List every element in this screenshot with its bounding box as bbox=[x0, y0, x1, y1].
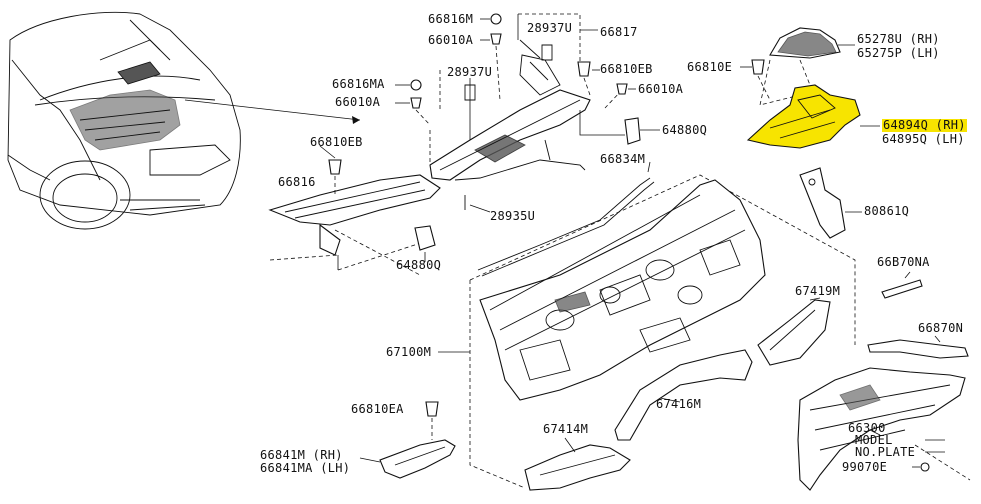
callout-64880Q-bottom: 64880Q bbox=[396, 258, 442, 272]
callout-66841MA: 66841MA (LH) bbox=[260, 461, 351, 475]
callout-66816: 66816 bbox=[278, 175, 316, 189]
callout-66300: 66300 bbox=[848, 421, 886, 435]
callout-model-plate-1: MODEL bbox=[855, 433, 893, 447]
dash-panel-67100M bbox=[438, 174, 856, 489]
callout-66810EB-top: 66810EB bbox=[600, 62, 653, 76]
bracket-67419M bbox=[757, 297, 831, 366]
callout-66010A-left: 66010A bbox=[335, 95, 381, 109]
callout-28937U-mid: 28937U bbox=[447, 65, 493, 79]
callout-66816MA: 66816MA bbox=[332, 77, 385, 91]
fastener-66010A-left bbox=[395, 97, 431, 126]
car-front-illustration bbox=[7, 11, 241, 230]
callout-66810EB-left: 66810EB bbox=[310, 135, 363, 149]
fastener-99070E bbox=[912, 462, 930, 472]
callout-64880Q-top: 64880Q bbox=[662, 123, 708, 137]
fastener-66816M bbox=[480, 13, 502, 25]
callout-28935U: 28935U bbox=[490, 209, 536, 223]
member-67416M bbox=[614, 349, 753, 441]
callout-66010A-right: 66010A bbox=[638, 82, 684, 96]
callout-80861Q: 80861Q bbox=[864, 204, 910, 218]
callout-28937U-top: 28937U bbox=[527, 21, 573, 35]
rail-66870N bbox=[867, 335, 969, 359]
upper-cowl-assembly bbox=[429, 13, 625, 213]
callout-65275P: 65275P (LH) bbox=[857, 46, 940, 60]
trim-66B70NA bbox=[881, 271, 923, 299]
cowl-side-panel-66816 bbox=[268, 174, 441, 276]
bracket-64894Q-highlighted bbox=[746, 84, 880, 149]
fastener-66810EB-top bbox=[577, 61, 600, 96]
weatherstrip-66834M bbox=[477, 161, 655, 277]
callout-67100M: 67100M bbox=[386, 345, 432, 359]
callout-99070E: 99070E bbox=[842, 460, 888, 474]
callout-65278U: 65278U (RH) bbox=[857, 32, 940, 46]
bracket-64880Q-top bbox=[624, 117, 660, 145]
callout-66810EA: 66810EA bbox=[351, 402, 404, 416]
callout-66010A-top: 66010A bbox=[428, 33, 474, 47]
fastener-66810EA bbox=[425, 401, 439, 440]
cover-65278U bbox=[769, 27, 855, 59]
model-plate-leader bbox=[925, 439, 945, 453]
callout-64895Q: 64895Q (LH) bbox=[882, 132, 965, 146]
fastener-66810E bbox=[740, 59, 771, 101]
bracket-64880Q-bottom bbox=[414, 225, 436, 262]
fastener-66010A-top bbox=[480, 33, 502, 101]
callout-64894Q-highlighted: 64894Q (RH) bbox=[882, 118, 967, 132]
fastener-66010A-right bbox=[616, 83, 636, 95]
callout-67416M: 67416M bbox=[656, 397, 702, 411]
callout-66810E: 66810E bbox=[687, 60, 733, 74]
bracket-80861Q bbox=[799, 167, 862, 239]
callout-66841M: 66841M (RH) bbox=[260, 448, 343, 462]
fastener-66810EB-left bbox=[319, 145, 342, 195]
fastener-66816MA bbox=[395, 79, 422, 91]
callout-66817: 66817 bbox=[600, 25, 638, 39]
member-67414M bbox=[524, 437, 631, 491]
callout-model-plate-2: NO.PLATE bbox=[855, 445, 916, 459]
callout-66834M: 66834M bbox=[600, 152, 646, 166]
callout-66816M: 66816M bbox=[428, 12, 474, 26]
side-panel-66300 bbox=[797, 367, 971, 491]
bracket-66841M bbox=[359, 439, 456, 479]
callout-66870N: 66870N bbox=[918, 321, 964, 335]
callout-67414M: 67414M bbox=[543, 422, 589, 436]
callout-67419M: 67419M bbox=[795, 284, 841, 298]
callout-66B70NA: 66B70NA bbox=[877, 255, 930, 269]
